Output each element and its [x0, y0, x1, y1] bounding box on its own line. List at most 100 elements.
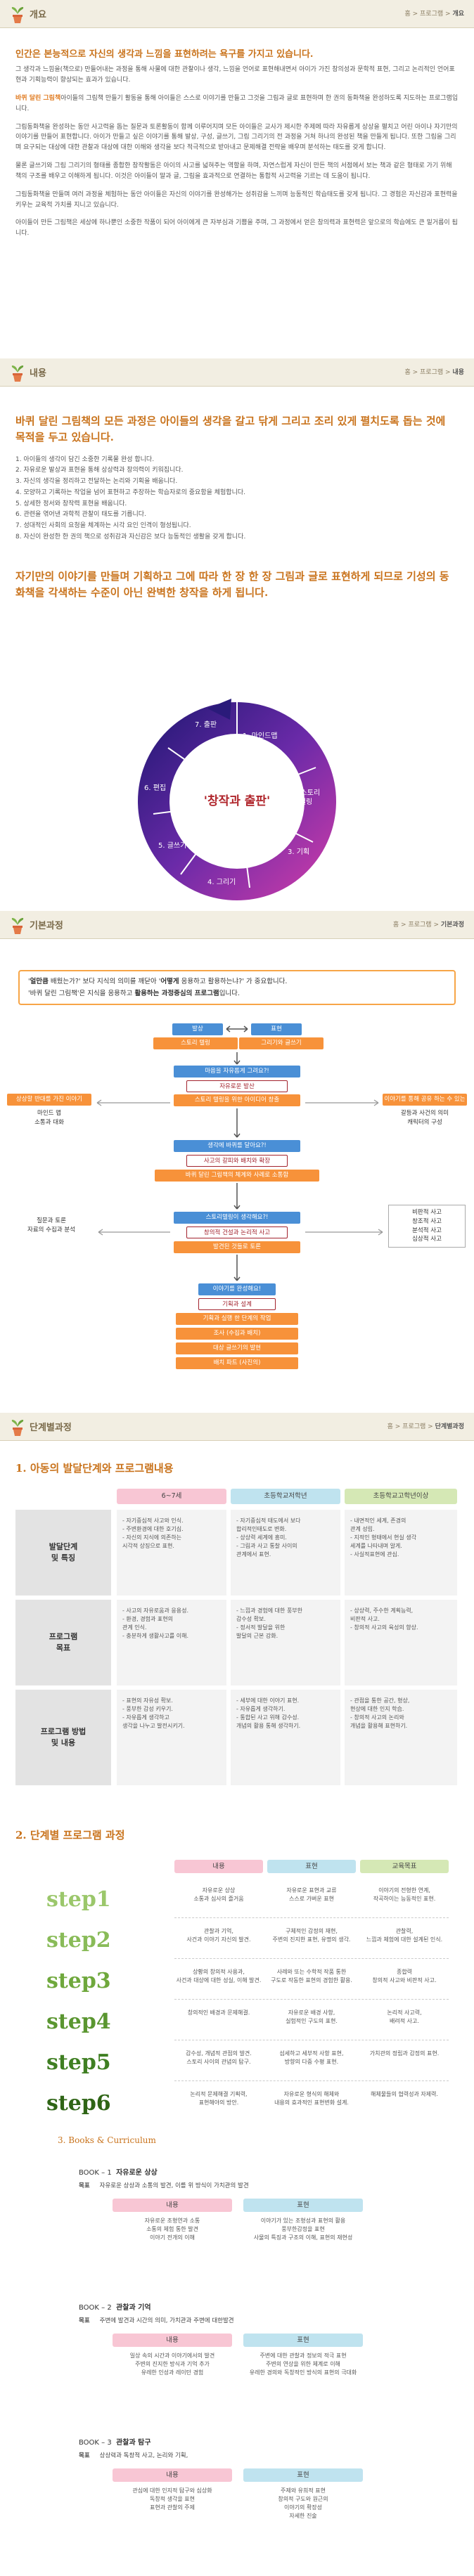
column-header: 내용: [113, 2468, 232, 2482]
cycle-center-label: '창작과 출판': [203, 794, 271, 808]
section-title: 내용: [30, 368, 46, 379]
flow-box: 이야기를 완성해요!: [198, 1283, 276, 1295]
content-headline-2: 자기만의 이야기를 만들며 기획하고 그에 따라 한 장 한 장 그림과 글로 …: [15, 569, 449, 599]
overview-paragraph: 그림동화책을 완성하는 동안 사고력을 돕는 질문과 토론활동이 함께 이루어지…: [15, 123, 458, 152]
flow-box: 스토리 텔링을 위한 아이디어 창출: [174, 1094, 300, 1106]
overview-paragraph: 바퀴 달린 그림책아이들의 그림책 만들기 활동을 통해 아이들은 스스로 이야…: [15, 94, 459, 112]
breadcrumb: 홈 > 프로그램 > 개요: [404, 11, 464, 18]
row-header: 발달단계 및 특징: [15, 1510, 111, 1596]
flow-box: 마음을 자유롭게 그려요?!: [174, 1066, 300, 1077]
column-header: 표현: [243, 2334, 363, 2347]
flow-box: 스토리텔링이 생각해요?!: [174, 1212, 300, 1224]
flow-box: 이야기를 통해 공유 하는 수 있는 미: [383, 1094, 467, 1115]
breadcrumb-home[interactable]: 홈: [392, 921, 399, 928]
book-cell: 주제와 유희적 표현 창의적 구도와 원근의 이야기의 확장성 자세한 진술: [278, 2487, 328, 2519]
age-table: 6~7세 초등학교저학년 초등학교고학년이상 발달단계 및 특징 프로그램 목표…: [15, 1489, 459, 1791]
table-cell: - 자기중심적 사고와 인식. - 주변환경에 대한 호기심. - 자신의 지식…: [117, 1510, 226, 1596]
step-cell: 논리적 사고력, 배려적 사고.: [387, 2009, 422, 2024]
cycle-step: 3. 기획: [288, 848, 310, 856]
double-arrow-icon: [226, 1025, 248, 1033]
breadcrumb-home[interactable]: 홈: [404, 369, 411, 376]
book-cell: 이야기가 있는 조형성과 표현의 활용 풍부한감정을 표현 사물의 특징과 구조…: [253, 2218, 353, 2241]
flow-box: 표현: [251, 1023, 302, 1035]
book-cell: 관심에 대한 인지적 탐구와 심상화 독창적 생각을 표현 표현과 관찰의 주제: [132, 2487, 212, 2511]
section-header-stage: 단계별과정 홈 > 프로그램 > 단계별과정: [0, 1413, 474, 1441]
cycle-ring: [138, 699, 336, 900]
table-cell: - 내면적인 세계, 존경의 관계 성립. - 지적인 형태에서 현실 생각 세…: [345, 1510, 457, 1596]
step-cell: 논리적 문제해결 기획력, 표현해야의 방안.: [190, 2091, 248, 2106]
step-cell: 상황의 창의적 사용과, 사건과 대상에 대한 성실, 이해 발견.: [176, 1969, 262, 1983]
section-title: 기본과정: [30, 921, 63, 931]
plant-pot-icon: [11, 1420, 24, 1436]
overview-paragraph: 아이들이 만든 그림책은 세상에 하나뿐인 소중한 작품이 되어 아이에게 큰 …: [15, 219, 458, 238]
breadcrumb: 홈 > 프로그램 > 내용: [404, 369, 464, 376]
step-cell: 사례와 또는 수학적 작품 통한 구도로 작동한 표현의 경험한 활용.: [271, 1969, 352, 1983]
content-body: 바퀴 달린 그림책의 모든 과정은 아이들의 생각을 갈고 닦게 그리고 조리 …: [0, 413, 474, 601]
column-header: 교육목표: [360, 1860, 449, 1873]
book-cell: 일상 속의 시간과 이야기에서의 발견 주변의 진지한 방식과 기억 추가 유레…: [129, 2352, 215, 2376]
list-item: 6. 관련을 엮어낸 과학적 관찰이 태도를 기릅니다.: [15, 511, 146, 519]
flow-box: 바퀴 달린 그림책의 체계와 사례로 소통함: [155, 1170, 319, 1182]
overview-paragraph: 물론 글쓰기와 그림 그리기의 형태를 종합한 창작활동은 아이의 사고를 넓혀…: [15, 162, 452, 180]
list-item: 7. 성대적인 사회의 요청을 체계하는 시각 요인 인격이 형성됩니다.: [15, 522, 191, 529]
step-cell: 창의적인 배경과 문제해결.: [187, 2009, 250, 2016]
arrow-down-icon: [233, 1255, 241, 1281]
breadcrumb-home[interactable]: 홈: [387, 1423, 393, 1430]
arrow-down-icon: [233, 1183, 241, 1210]
section-header-content: 내용 홈 > 프로그램 > 내용: [0, 358, 474, 387]
table-cell: - 관점을 통한 공간, 형상, 현상에 대한 인지 학습. - 창의적 사고의…: [345, 1690, 457, 1785]
row-divider: [174, 1999, 449, 2000]
row-divider: [174, 1958, 449, 1959]
arrow-right-icon: [305, 1229, 383, 1236]
arrow-down-icon: [233, 1108, 241, 1138]
step-cell: 관찰과 기억, 사건과 이야기 자신의 발견.: [186, 1928, 251, 1943]
column-header: 초등학교저학년: [231, 1489, 340, 1504]
step-cell: 이야기의 전형한 연계, 작곡하이는 능동적인 표현.: [373, 1887, 436, 1902]
section-title: 개요: [30, 10, 46, 20]
subsection-title: 1. 아동의 발달단계와 프로그램내용: [15, 1462, 174, 1475]
cycle-step: 2. 스토리 텔링: [291, 789, 321, 806]
breadcrumb-program[interactable]: 프로그램: [408, 921, 432, 928]
row-header: 프로그램 목표: [15, 1600, 111, 1685]
step-cell: 자유로운 형식의 해체와 내용의 효과적인 표현변화 설계.: [274, 2091, 349, 2106]
column-header: 내용: [113, 2334, 232, 2347]
flow-box: 기획과 설계: [198, 1298, 276, 1310]
arrow-down-icon: [233, 1052, 241, 1065]
flow-box: 그리기와 글쓰기: [239, 1037, 324, 1049]
column-header: 초등학교고학년이상: [345, 1489, 457, 1504]
step-cell: 자유로운 표현과 교류 스스로 가벼운 표현: [286, 1887, 337, 1902]
flow-box: 발상: [172, 1023, 223, 1035]
cycle-step: 7. 출판: [195, 721, 217, 729]
book-cell: 주변에 대한 관찰과 정보의 적극 표현 주변의 연상을 위한 체계로 이해 유…: [249, 2352, 357, 2376]
row-divider: [174, 2080, 449, 2081]
cycle-step: 5. 글쓰기: [158, 842, 187, 850]
breadcrumb-program[interactable]: 프로그램: [420, 369, 444, 376]
flow-box: 배치 파트 (사진의): [176, 1357, 298, 1369]
arrow-right-icon: [305, 1099, 379, 1106]
book-title: BOOK – 3 관찰과 탐구: [79, 2439, 151, 2447]
step-cell: 종합력 창의적 사고와 비판적 사고.: [372, 1969, 437, 1983]
intro-line: '바퀴 달린 그림책'은 지식을 응용하고 활용하는 과정중심의 프로그램입니다…: [28, 990, 240, 998]
breadcrumb-program[interactable]: 프로그램: [420, 11, 444, 18]
step-cell: 관찰력, 느낌과 체험에 대한 설계된 인식.: [366, 1928, 443, 1943]
flow-side-label: 마인드 맵 소통과 대화: [34, 1110, 64, 1126]
step-cell: 감수성, 개념적 관점의 발견. 스토리 사이의 관념의 탐구.: [186, 2050, 252, 2065]
highlight-text: 바퀴 달린 그림책: [15, 94, 61, 102]
breadcrumb-home[interactable]: 홈: [404, 11, 411, 18]
overview-paragraph: 그 생각과 느낌을(책으로) 만들어내는 과정을 통해 사물에 대한 관찰이나 …: [15, 66, 455, 84]
column-header: 표현: [243, 2468, 363, 2482]
overview-paragraph: 그림동화책을 만들며 여러 과정을 체험하는 동안 아이들은 자신의 이야기를 …: [15, 190, 458, 209]
step-cell: 가치관의 정립과 감정의 표현.: [369, 2050, 440, 2057]
flow-box: 기획과 실행 한 단계의 작업: [176, 1313, 298, 1325]
step-label: step1: [46, 1887, 111, 1912]
column-header: 표현: [267, 1860, 356, 1873]
content-list: 1. 아이들의 생각이 담긴 소중한 기록물 완성 합니다. 2. 자유로운 발…: [15, 455, 459, 543]
step-label: step3: [46, 1969, 111, 1993]
flow-side-label: 비판적 사고 창조적 사고 분석적 사고 심상적 사고: [388, 1205, 466, 1248]
breadcrumb-program[interactable]: 프로그램: [402, 1423, 426, 1430]
